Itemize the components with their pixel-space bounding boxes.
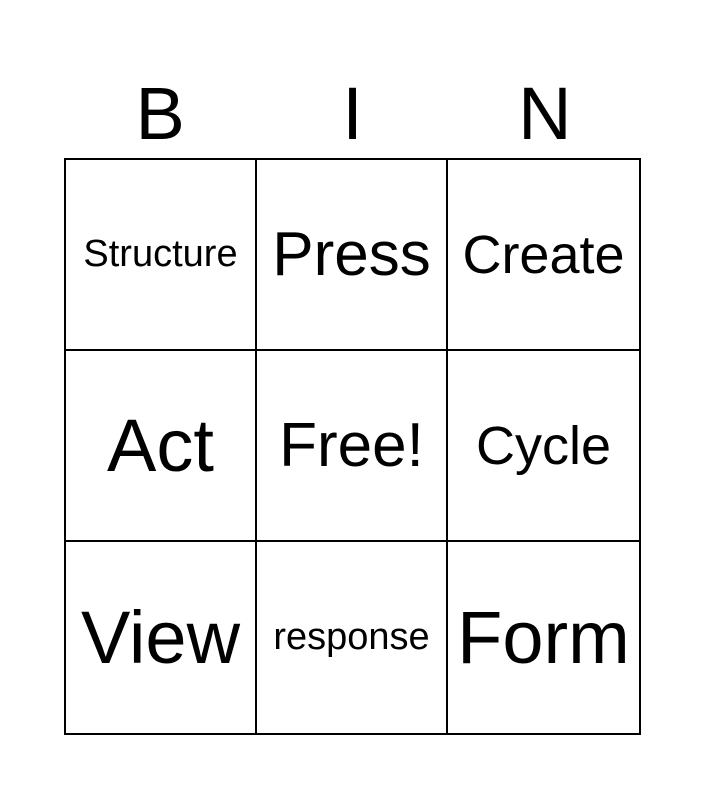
header-letter-i: I: [342, 72, 363, 155]
bingo-cell[interactable]: Form: [457, 596, 630, 679]
header-letter-b: B: [135, 72, 185, 155]
bingo-cell[interactable]: Cycle: [448, 351, 639, 542]
bingo-header: B I N: [64, 70, 641, 158]
bingo-cell[interactable]: Press: [257, 160, 448, 351]
free-space-cell[interactable]: Free!: [257, 351, 448, 542]
header-letter-n: N: [518, 72, 572, 155]
bingo-cell[interactable]: View: [66, 542, 257, 733]
bingo-card-grid: Structure Press Create Act Free! Cycle V…: [64, 158, 641, 735]
bingo-cell[interactable]: Create: [448, 160, 639, 351]
bingo-cell[interactable]: Act: [66, 351, 257, 542]
bingo-cell[interactable]: response: [257, 542, 448, 733]
bingo-cell[interactable]: Structure: [66, 160, 257, 351]
